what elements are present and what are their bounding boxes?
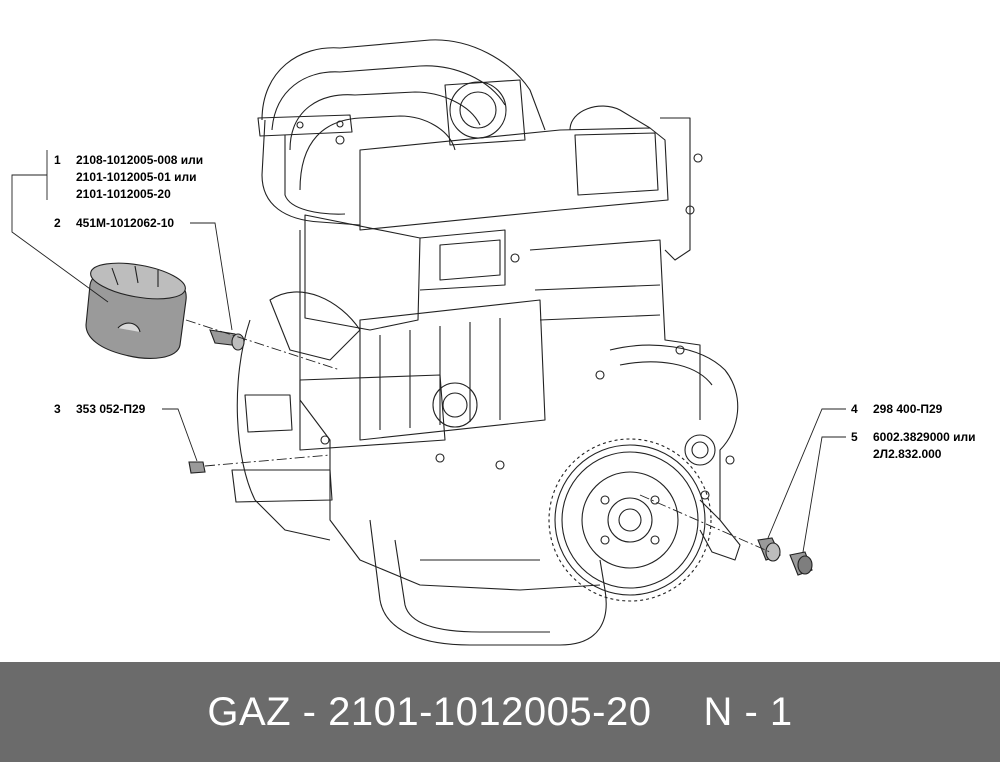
callout-part-line: 353 052-П29 bbox=[76, 402, 146, 416]
callout-part-line: 2Л2.832.000 bbox=[873, 447, 942, 461]
callout-part-line: 2101-1012005-01 или bbox=[76, 170, 196, 184]
drain-plug bbox=[188, 461, 206, 474]
engine-exploded-diagram: 1 2108-1012005-008 или 2101-1012005-01 и… bbox=[11, 39, 975, 646]
callout-2: 2 451М-1012062-10 bbox=[54, 216, 174, 230]
footer-part-number: GAZ - 2101-1012005-20 bbox=[207, 689, 652, 734]
callout-part-line: 2108-1012005-008 или bbox=[76, 153, 203, 167]
callout-1: 1 2108-1012005-008 или 2101-1012005-01 и… bbox=[54, 153, 203, 201]
callout-4: 4 298 400-П29 bbox=[851, 402, 943, 416]
engine-drawing bbox=[231, 39, 741, 646]
callout-number: 5 bbox=[851, 430, 858, 444]
callout-number: 3 bbox=[54, 402, 61, 416]
callout-number: 2 bbox=[54, 216, 61, 230]
oil-pressure-indicator bbox=[789, 551, 813, 576]
footer-position: N - 1 bbox=[703, 689, 793, 734]
explode-axis-lines bbox=[185, 319, 771, 553]
callout-part-line: 451М-1012062-10 bbox=[76, 216, 174, 230]
callout-part-line: 2101-1012005-20 bbox=[76, 187, 171, 201]
leader-lines bbox=[11, 150, 846, 553]
callout-3: 3 353 052-П29 bbox=[54, 402, 146, 416]
callout-part-line: 6002.3829000 или bbox=[873, 430, 975, 444]
oil-pressure-sensor bbox=[757, 537, 781, 562]
oil-filter bbox=[85, 262, 187, 359]
callout-number: 1 bbox=[54, 153, 61, 167]
footer-banner: GAZ - 2101-1012005-20 N - 1 bbox=[0, 662, 1000, 762]
callout-number: 4 bbox=[851, 402, 858, 416]
callout-part-line: 298 400-П29 bbox=[873, 402, 943, 416]
callout-5: 5 6002.3829000 или 2Л2.832.000 bbox=[851, 430, 975, 461]
